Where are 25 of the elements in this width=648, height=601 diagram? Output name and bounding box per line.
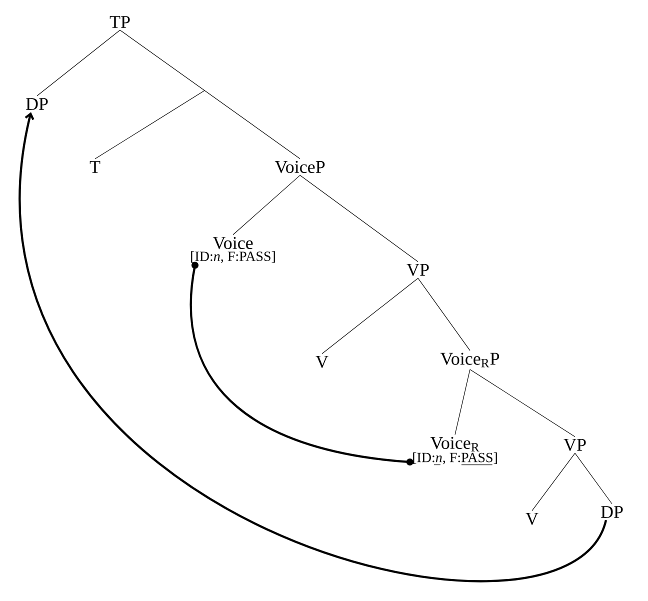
tree-label: T — [90, 161, 100, 173]
tree-label: DP — [26, 98, 48, 110]
tree-label: Voice$_{R}$P — [440, 352, 500, 368]
tree-label: V — [526, 512, 538, 526]
tree-label: VP — [406, 264, 429, 276]
tree-label: VP — [564, 438, 586, 452]
tree-branch — [120, 30, 300, 159]
tree-branch — [300, 174, 418, 262]
tree-label: TP — [110, 16, 130, 28]
tree-branch — [470, 369, 576, 438]
tree-label: VoiceP — [274, 160, 325, 174]
tree-branch — [574, 452, 612, 504]
tree-label: Voice$_{R}$ [ID:n, F:PASS] — [413, 436, 497, 466]
movement-arrow — [19, 112, 607, 582]
tree-branch — [36, 30, 120, 96]
tree-label: DP — [601, 506, 623, 518]
agreement-line — [190, 262, 414, 466]
tree-branch — [322, 278, 418, 354]
tree-branch — [418, 278, 470, 351]
tree-label: Voice [ID:n, F:PASS] — [191, 236, 275, 264]
tree-branch — [532, 452, 576, 512]
tree-label: V — [316, 356, 328, 368]
tree-branch — [232, 174, 300, 236]
tree-branch — [94, 90, 205, 160]
tree-branch — [454, 369, 470, 435]
